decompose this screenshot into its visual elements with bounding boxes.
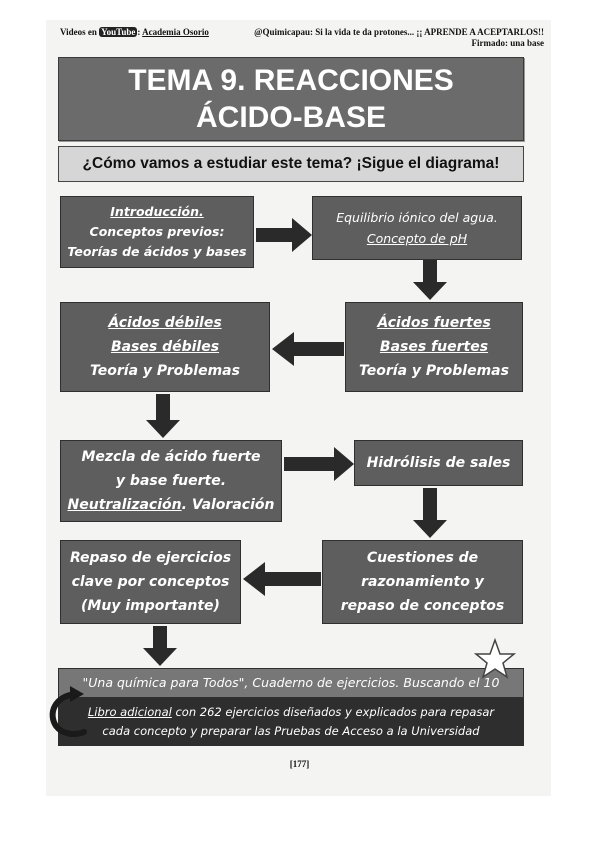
box-cuestiones-line3: repaso de conceptos	[340, 598, 505, 614]
box-intro-line3: Teorías de ácidos y bases	[67, 244, 247, 259]
title-box: TEMA 9. REACCIONES ÁCIDO-BASE	[58, 57, 524, 141]
arrow-right-2-icon	[284, 447, 354, 481]
bottom-book-title: "Una química para Todos", Cuaderno de ej…	[58, 668, 524, 698]
box-equilibrio: Equilibrio iónico del agua. Concepto de …	[312, 196, 522, 260]
box-debiles-line1: Ácidos débiles	[108, 315, 222, 331]
header-left: Videos en YouTube: Academia Osorio	[60, 27, 209, 37]
box-repaso-line3: (Muy importante)	[81, 598, 220, 614]
box-repaso-line1: Repaso de ejercicios	[69, 550, 232, 566]
header-right: @Quimicapau: Si la vida te da protones..…	[254, 27, 544, 49]
box-cuestiones: Cuestiones de razonamiento y repaso de c…	[322, 540, 523, 624]
bottom-line3: cada concepto y preparar las Pruebas de …	[102, 724, 480, 738]
bottom-line2: Libro adicional con 262 ejercicios diseñ…	[58, 703, 524, 722]
box-debiles-line2: Bases débiles	[110, 339, 220, 355]
subtitle: ¿Cómo vamos a estudiar este tema? ¡Sigue…	[58, 146, 524, 182]
box-equilibrio-line1: Equilibrio iónico del agua.	[336, 210, 498, 225]
box-cuestiones-line1: Cuestiones de	[366, 550, 479, 566]
arrow-down-1-icon	[413, 260, 447, 300]
page-number: [177]	[289, 759, 310, 769]
box-fuertes-line3: Teoría y Problemas	[359, 363, 509, 379]
box-introduccion: Introducción. Conceptos previos: Teorías…	[60, 196, 254, 268]
box-repaso-line2: clave por conceptos	[71, 574, 230, 590]
box-hidrolisis-line1: Hidrólisis de sales	[366, 455, 511, 471]
box-debiles: Ácidos débiles Bases débiles Teoría y Pr…	[60, 302, 270, 392]
header-colon: :	[137, 27, 141, 37]
arrow-down-2-icon	[146, 394, 180, 438]
box-mezcla-line3: Neutralización. Valoración	[68, 493, 275, 517]
box-mezcla-line1: Mezcla de ácido fuerte	[81, 449, 261, 465]
arrow-left-2-icon	[243, 562, 321, 596]
arrow-left-1-icon	[272, 332, 344, 366]
box-mezcla: Mezcla de ácido fuerte y base fuerte. Ne…	[60, 440, 282, 522]
star-outline-icon	[474, 638, 516, 679]
box-debiles-line3: Teoría y Problemas	[90, 363, 240, 379]
box-intro-line1: Introducción.	[110, 204, 204, 219]
box-mezcla-valoracion: . Valoración	[181, 497, 275, 513]
arrow-down-3-icon	[413, 488, 447, 538]
box-equilibrio-line2: Concepto de pH	[366, 231, 468, 246]
box-cuestiones-line2: razonamiento y	[361, 574, 484, 590]
bottom-book-description: Libro adicional con 262 ejercicios diseñ…	[58, 698, 524, 746]
header-right-line2: Firmado: una base	[471, 38, 544, 48]
title-line1: TEMA 9. REACCIONES	[128, 64, 454, 97]
bottom-line2-rest: con 262 ejercicios diseñados y explicado…	[171, 705, 495, 719]
box-repaso: Repaso de ejercicios clave por conceptos…	[60, 540, 241, 624]
youtube-logo: YouTube	[99, 27, 138, 37]
title-line2: ÁCIDO-BASE	[195, 101, 386, 134]
arrow-down-4-icon	[143, 626, 177, 666]
header-channel-link[interactable]: Academia Osorio	[142, 27, 209, 37]
header-videos-text: Videos en	[60, 27, 97, 37]
box-fuertes: Ácidos fuertes Bases fuertes Teoría y Pr…	[345, 302, 523, 392]
box-mezcla-neutralizacion: Neutralización	[67, 497, 182, 513]
header-right-line1: @Quimicapau: Si la vida te da protones..…	[254, 27, 544, 37]
curved-arrow-icon	[49, 686, 87, 737]
arrow-right-1-icon	[256, 218, 312, 252]
box-hidrolisis: Hidrólisis de sales	[354, 440, 523, 486]
box-fuertes-line2: Bases fuertes	[379, 339, 489, 355]
libro-adicional-link[interactable]: Libro adicional	[87, 705, 172, 719]
box-fuertes-line1: Ácidos fuertes	[377, 315, 491, 331]
box-intro-line2: Conceptos previos:	[89, 224, 225, 239]
box-mezcla-line2: y base fuerte.	[115, 473, 227, 489]
